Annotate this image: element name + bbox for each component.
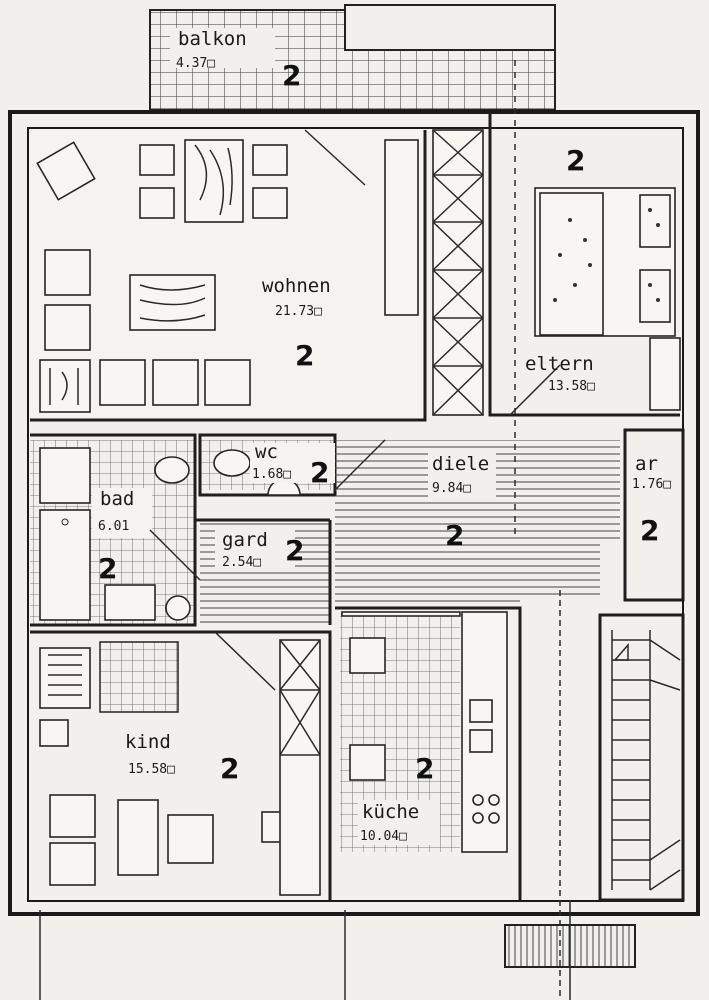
wardrobe-eltern <box>432 129 484 416</box>
kind-marker: 2 <box>220 752 239 785</box>
room-kueche: küche 10.04□ 2 <box>335 606 522 900</box>
room-ar: ar 1.76□ 2 <box>623 428 685 602</box>
diele-marker: 2 <box>445 519 464 552</box>
bad-marker: 2 <box>98 552 117 585</box>
room-wohnen: wohnen 21.73□ 2 <box>30 129 427 422</box>
room-kind: kind 15.58□ 2 <box>30 630 332 900</box>
diele-label: diele <box>432 453 489 475</box>
kind-area: 15.58□ <box>128 762 175 777</box>
wc-area: 1.68□ <box>252 467 291 482</box>
bad-label: bad <box>100 488 134 510</box>
eltern-area: 13.58□ <box>548 379 595 394</box>
wohnen-marker: 2 <box>295 339 314 372</box>
eltern-label: eltern <box>525 353 594 375</box>
wohnen-label: wohnen <box>262 275 331 297</box>
bad-area: 6.01 <box>98 519 129 534</box>
kueche-area: 10.04□ <box>360 829 407 844</box>
kueche-label: küche <box>362 801 419 823</box>
room-balkon: balkon 4.37□ 2 <box>149 4 556 111</box>
balkon-label: balkon <box>178 28 247 50</box>
room-eltern: 2 eltern 13.58□ <box>488 112 681 417</box>
room-gard: gard 2.54□ 2 <box>149 518 332 625</box>
kueche-marker: 2 <box>415 752 434 785</box>
balkon-area: 4.37□ <box>176 56 215 71</box>
gard-marker: 2 <box>285 534 304 567</box>
entrance-steps <box>39 900 636 1000</box>
wc-marker: 2 <box>310 456 329 489</box>
ar-marker: 2 <box>640 514 659 547</box>
room-wc: wc 1.68□ 2 <box>198 433 337 497</box>
eltern-marker: 2 <box>566 144 585 177</box>
ar-label: ar <box>635 453 658 475</box>
diele-area: 9.84□ <box>432 481 471 496</box>
room-bad: bad 6.01 2 <box>30 433 197 627</box>
room-diele: diele 9.84□ 2 <box>334 439 620 610</box>
balkon-marker: 2 <box>282 59 301 92</box>
gard-area: 2.54□ <box>222 555 261 570</box>
ar-area: 1.76□ <box>632 477 671 492</box>
gard-label: gard <box>222 529 268 551</box>
kind-label: kind <box>125 731 171 753</box>
wohnen-area: 21.73□ <box>275 304 322 319</box>
wc-label: wc <box>255 441 278 463</box>
